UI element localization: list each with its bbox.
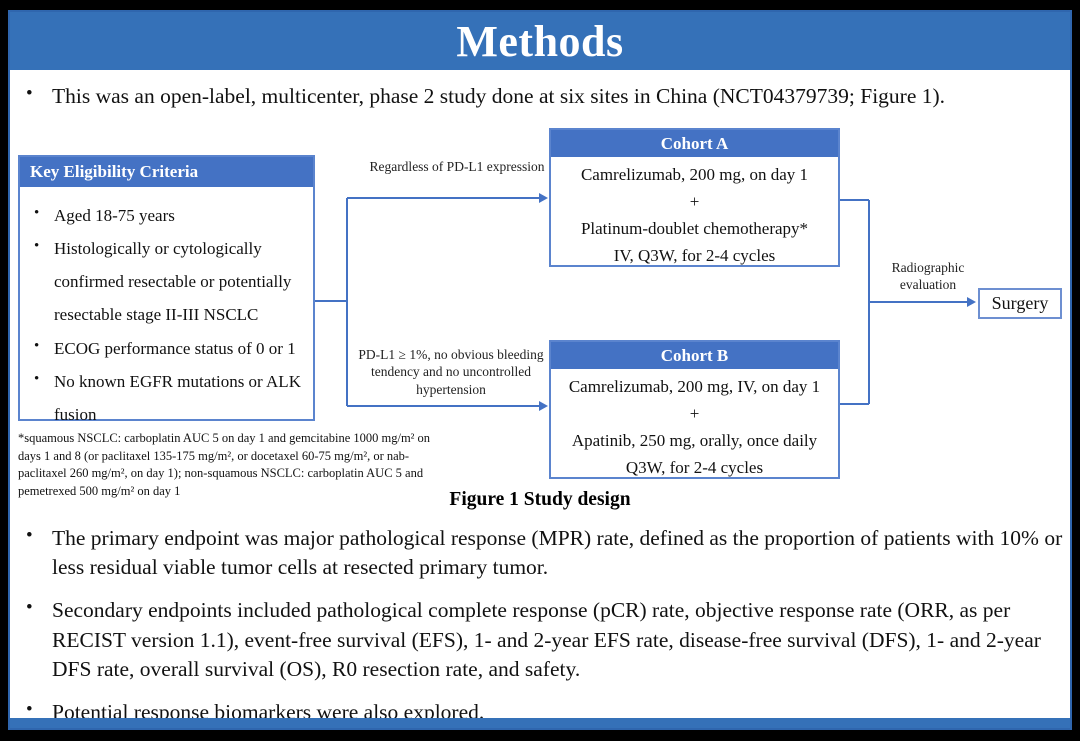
cohort-a-box: Cohort A Camrelizumab, 200 mg, on day 1 … [549,128,840,267]
eligibility-item: Aged 18-75 years [28,199,307,232]
intro-bullet-list: This was an open-label, multicenter, pha… [22,81,1062,125]
cohort-b-box: Cohort B Camrelizumab, 200 mg, IV, on da… [549,340,840,479]
cohort-b-body: Camrelizumab, 200 mg, IV, on day 1 + Apa… [551,369,838,481]
figure-caption: Figure 1 Study design [449,489,631,510]
cohort-a-header: Cohort A [551,130,838,157]
intro-bullet: This was an open-label, multicenter, pha… [22,81,1062,111]
eligibility-item: Histologically or cytologically confirme… [28,232,307,331]
page-title: Methods [456,16,624,66]
primary-endpoint-bullet: The primary endpoint was major pathologi… [22,523,1066,582]
chemotherapy-footnote: *squamous NSCLC: carboplatin AUC 5 on da… [18,431,431,498]
eligibility-item: ECOG performance status of 0 or 1 [28,332,307,365]
arrowhead-cohort-b-icon [539,401,548,411]
cohort-a-line: IV, Q3W, for 2-4 cycles [613,245,776,265]
cohort-a-line: Platinum-doublet chemotherapy* [580,218,809,238]
branch-label-bottom: PD-L1 ≥ 1%, no obvious bleeding tendency… [358,347,544,397]
cohort-b-line: Q3W, for 2-4 cycles [625,457,764,477]
bottom-accent-bar [10,718,1070,728]
eligibility-header: Key Eligibility Criteria [20,157,313,187]
endpoint-bullet-list: The primary endpoint was major pathologi… [22,523,1066,741]
cohort-a-line: Camrelizumab, 200 mg, on day 1 [580,165,809,184]
eligibility-list: Aged 18-75 years Histologically or cytol… [28,199,307,431]
radiographic-evaluation-label: Radiographic evaluation [891,260,965,293]
cohort-a-body: Camrelizumab, 200 mg, on day 1 + Platinu… [551,157,838,269]
cohort-b-line: Apatinib, 250 mg, orally, once daily [571,430,818,450]
eligibility-item: No known EGFR mutations or ALK fusion [28,365,307,431]
title-bar: Methods [10,12,1070,70]
arrowhead-cohort-a-icon [539,193,548,203]
secondary-endpoint-bullet: Secondary endpoints included pathologica… [22,595,1066,684]
eligibility-box: Key Eligibility Criteria Aged 18-75 year… [18,155,315,424]
cohort-b-header: Cohort B [551,342,838,369]
cohort-b-line: + [689,403,700,423]
branch-label-top: Regardless of PD-L1 expression [369,159,545,174]
cohort-b-line: Camrelizumab, 200 mg, IV, on day 1 [568,377,821,396]
slide: Methods This was an open-label, multicen… [8,10,1072,730]
cohort-a-line: + [689,191,700,211]
arrowhead-surgery-icon [967,297,976,307]
surgery-box: Surgery [978,288,1062,319]
